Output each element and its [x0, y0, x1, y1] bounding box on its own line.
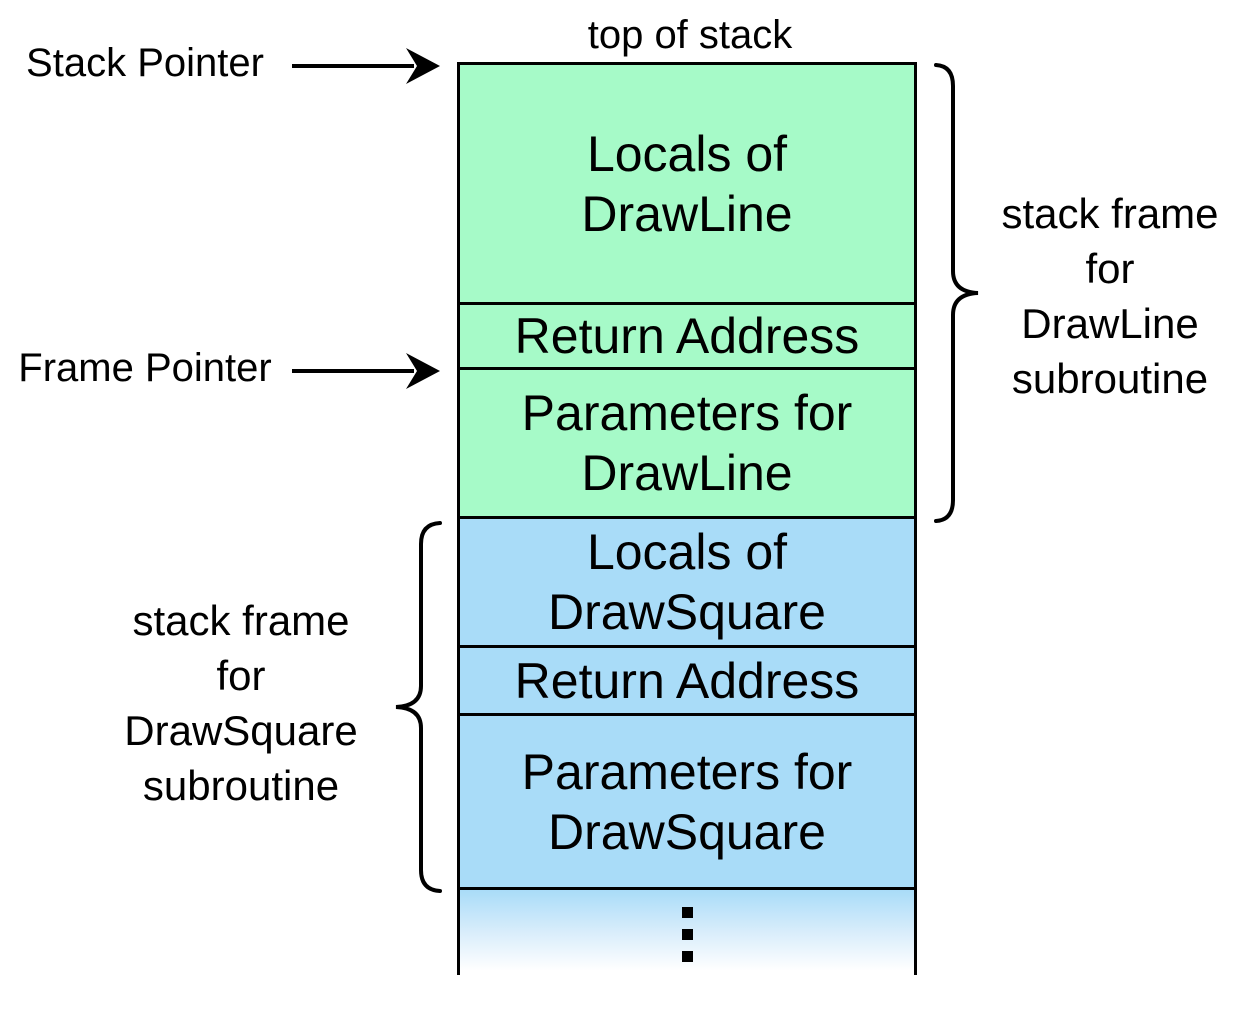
- drawsquare-frame-caption: stack frame for DrawSquare subroutine: [91, 593, 391, 813]
- caption-line: subroutine: [142, 762, 340, 809]
- stack-row-text: Return Address: [514, 652, 860, 709]
- stack-row-locals-drawsquare: Locals of DrawSquare: [460, 519, 914, 648]
- caption-line: for: [1085, 245, 1135, 292]
- stack-pointer-label: Stack Pointer: [26, 41, 264, 85]
- stack-row-parameters-drawline: Parameters for DrawLine: [460, 370, 914, 519]
- stack-row-locals-drawline: Locals of DrawLine: [460, 65, 914, 305]
- stack-row-text: Locals of: [586, 125, 788, 182]
- stack-column: Locals of DrawLine Return Address Parame…: [457, 62, 917, 975]
- caption-line: for: [216, 652, 266, 699]
- stack-row-text: DrawSquare: [548, 803, 826, 860]
- stack-row-text: Parameters for: [521, 743, 853, 800]
- frame-pointer-arrow: [292, 353, 440, 389]
- stack-row-text: DrawSquare: [548, 584, 826, 640]
- stack-row-text: Locals of: [586, 524, 788, 580]
- caption-line: DrawLine: [1021, 300, 1199, 347]
- caption-line: subroutine: [1011, 355, 1209, 402]
- top-of-stack-label: top of stack: [587, 13, 793, 57]
- stack-row-text: DrawLine: [581, 185, 793, 242]
- frame-pointer-label: Frame Pointer: [18, 346, 272, 390]
- stack-continues-row: [460, 890, 914, 975]
- stack-row-return-address-drawline: Return Address: [460, 305, 914, 370]
- caption-line: stack frame: [1001, 190, 1219, 237]
- stack-pointer-arrow: [292, 48, 440, 84]
- stack-row-parameters-drawsquare: Parameters for DrawSquare: [460, 716, 914, 890]
- drawline-frame-caption: stack frame for DrawLine subroutine: [980, 186, 1240, 406]
- stack-row-text: Parameters for: [521, 385, 853, 441]
- caption-line: DrawSquare: [124, 707, 358, 754]
- stack-row-text: Return Address: [514, 308, 860, 364]
- caption-line: stack frame: [132, 597, 350, 644]
- drawline-frame-brace: [934, 63, 979, 523]
- drawsquare-frame-brace: [395, 521, 442, 893]
- stack-row-return-address-drawsquare: Return Address: [460, 648, 914, 716]
- vertical-ellipsis-icon: [681, 907, 693, 973]
- stack-row-text: DrawLine: [581, 445, 793, 501]
